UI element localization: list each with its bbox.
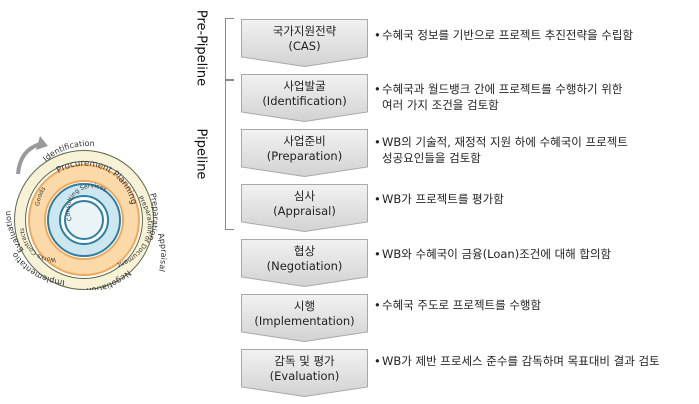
step-korean-label: 협상 bbox=[293, 244, 316, 258]
step-description-line: •WB의 기술적, 재정적 지원 하에 수혜국이 프로젝트 bbox=[374, 134, 628, 150]
step-english-label: (CAS) bbox=[288, 39, 321, 53]
svg-text:Appraisal: Appraisal bbox=[156, 232, 168, 273]
bullet-icon: • bbox=[374, 354, 381, 368]
process-step-4: 심사(Appraisal) bbox=[241, 184, 368, 232]
step-description-text: 수혜국 정보를 기반으로 프로젝트 추진전략을 수립함 bbox=[382, 28, 634, 42]
step-description-text: WB가 프로젝트를 평가함 bbox=[382, 192, 504, 206]
step-description-line: •수혜국과 월드뱅크 간에 프로젝트를 수행하기 위한 bbox=[374, 81, 622, 97]
step-description-text: WB와 수혜국이 금융(Loan)조건에 대해 합의함 bbox=[382, 247, 612, 261]
process-step-1: 국가지원전략(CAS) bbox=[241, 19, 368, 67]
step-arrow-shape bbox=[241, 294, 368, 342]
step-english-label: (Preparation) bbox=[266, 149, 343, 163]
bullet-icon: • bbox=[374, 82, 381, 96]
step-description-text: WB의 기술적, 재정적 지원 하에 수혜국이 프로젝트 bbox=[382, 135, 628, 149]
step-korean-label: 국가지원전략 bbox=[272, 24, 337, 38]
step-korean-label: 사업발굴 bbox=[283, 79, 326, 93]
step-korean-label: 감독 및 평가 bbox=[274, 354, 335, 368]
stage-label-pipeline: Pipeline bbox=[193, 128, 209, 180]
step-description: •수혜국 주도로 프로젝트를 수행함 bbox=[374, 297, 541, 313]
step-english-label: (Appraisal) bbox=[273, 204, 336, 218]
bullet-icon: • bbox=[374, 192, 381, 206]
bullet-icon: • bbox=[374, 247, 381, 261]
step-description-text: 성공요인들을 검토함 bbox=[382, 151, 481, 165]
process-step-7: 감독 및 평가(Evaluation) bbox=[241, 349, 368, 397]
stage-bracket-pre-pipeline bbox=[225, 18, 234, 80]
step-description-text: WB가 제반 프로세스 준수를 감독하며 목표대비 결과 검토 bbox=[382, 354, 660, 368]
step-description-line: •WB와 수혜국이 금융(Loan)조건에 대해 합의함 bbox=[374, 246, 611, 262]
step-korean-label: 사업준비 bbox=[283, 134, 326, 148]
step-description-line: •수혜국 정보를 기반으로 프로젝트 추진전략을 수립함 bbox=[374, 27, 633, 43]
step-korean-label: 심사 bbox=[293, 189, 316, 203]
process-step-5: 협상(Negotiation) bbox=[241, 239, 368, 287]
step-description: •수혜국 정보를 기반으로 프로젝트 추진전략을 수립함 bbox=[374, 27, 633, 43]
step-description-line: •WB가 제반 프로세스 준수를 감독하며 목표대비 결과 검토 bbox=[374, 353, 660, 369]
process-step-6: 시행(Implementation) bbox=[241, 294, 368, 342]
step-description: •WB가 제반 프로세스 준수를 감독하며 목표대비 결과 검토 bbox=[374, 353, 660, 369]
bullet-icon: • bbox=[374, 28, 381, 42]
step-arrow-shape bbox=[241, 349, 368, 397]
step-arrow-shape bbox=[241, 184, 368, 232]
step-arrow-shape bbox=[241, 74, 368, 122]
project-cycle-diagram: Identification Preparation Appraisal Neg… bbox=[0, 110, 168, 290]
step-description-text: 수혜국과 월드뱅크 간에 프로젝트를 수행하기 위한 bbox=[382, 82, 623, 96]
step-arrow-shape bbox=[241, 129, 368, 177]
step-description-line: 여러 가지 조건을 검토함 bbox=[374, 97, 622, 113]
step-description-text: 수혜국 주도로 프로젝트를 수행함 bbox=[382, 298, 542, 312]
step-description: •WB가 프로젝트를 평가함 bbox=[374, 191, 504, 207]
bullet-icon: • bbox=[374, 135, 381, 149]
bullet-icon: • bbox=[374, 298, 381, 312]
step-arrow-shape bbox=[241, 239, 368, 287]
step-english-label: (Negotiation) bbox=[266, 259, 343, 273]
step-description-line: 성공요인들을 검토함 bbox=[374, 150, 628, 166]
process-step-3: 사업준비(Preparation) bbox=[241, 129, 368, 177]
process-step-2: 사업발굴(Identification) bbox=[241, 74, 368, 122]
step-korean-label: 시행 bbox=[293, 299, 316, 313]
step-arrow-shape bbox=[241, 19, 368, 67]
step-english-label: (Evaluation) bbox=[269, 369, 340, 383]
step-description-line: •수혜국 주도로 프로젝트를 수행함 bbox=[374, 297, 541, 313]
step-description-text: 여러 가지 조건을 검토함 bbox=[382, 98, 499, 112]
stage-bracket-pipeline bbox=[225, 80, 234, 230]
step-description: •WB와 수혜국이 금융(Loan)조건에 대해 합의함 bbox=[374, 246, 611, 262]
cycle-label-appraisal: Appraisal bbox=[156, 232, 168, 273]
step-english-label: (Identification) bbox=[262, 94, 347, 108]
stage-label-pre-pipeline: Pre-Pipeline bbox=[193, 9, 209, 87]
step-english-label: (Implementation) bbox=[254, 314, 355, 328]
step-description-line: •WB가 프로젝트를 평가함 bbox=[374, 191, 504, 207]
